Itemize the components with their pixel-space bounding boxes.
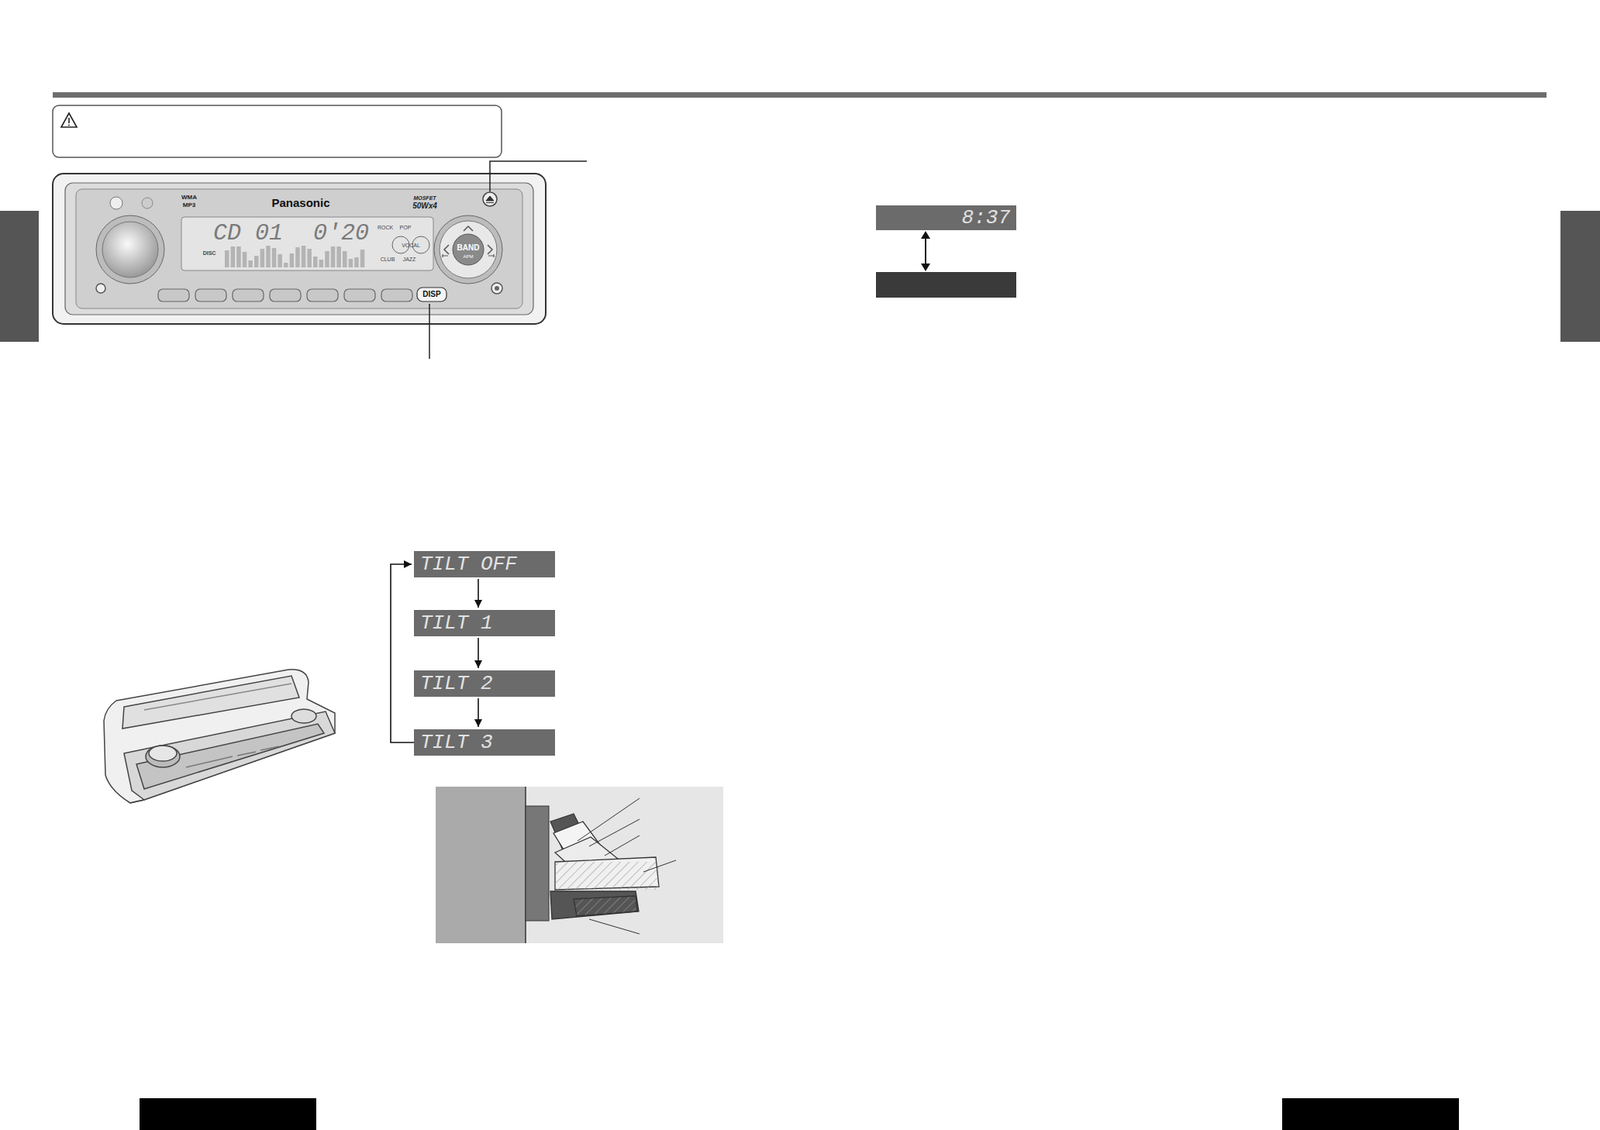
badge-text: MOSFET — [413, 195, 436, 201]
radio-front — [52, 173, 546, 325]
double-arrow — [920, 231, 931, 272]
side-tab — [1560, 210, 1600, 342]
button-label: BAND — [457, 244, 480, 252]
lcd-text: TILT 3 — [420, 731, 494, 755]
open-faceplate — [103, 669, 335, 804]
lcd-display-box: TILT 1 — [413, 610, 556, 637]
lcd-text: TILT 2 — [420, 672, 494, 696]
side-tab — [0, 210, 39, 342]
tilt-illustration — [435, 786, 724, 944]
lcd-display-box: TILT 2 — [413, 670, 556, 697]
page-bar — [139, 1098, 317, 1130]
caution-box — [52, 105, 502, 158]
lcd-display-box: TILT OFF — [413, 551, 556, 578]
eq-label: ROCK — [377, 224, 394, 231]
badge-text: MP3 — [182, 202, 196, 209]
lcd-text: TILT 1 — [420, 611, 494, 635]
badge-text: WMA — [181, 194, 197, 201]
lcd-display-box: 8:37 — [875, 205, 1017, 231]
lcd-text: 0'20 — [313, 221, 369, 245]
eq-label: POP — [400, 224, 412, 231]
eq-label: JAZZ — [403, 256, 417, 263]
warning-icon — [61, 113, 77, 128]
button-label: APM — [462, 254, 473, 259]
leader-line — [489, 161, 587, 192]
badge-text: 50Wx4 — [412, 202, 438, 211]
flow-arrow — [474, 698, 483, 728]
button-label: DISP — [422, 290, 441, 299]
header-rule — [52, 92, 1547, 98]
brand-logo: Panasonic — [271, 196, 330, 209]
lcd-text: 8:37 — [962, 206, 1011, 230]
lcd-text: TILT OFF — [420, 552, 518, 576]
indicator-label: DISC — [203, 250, 217, 256]
page-bar — [1282, 1098, 1459, 1130]
flow-arrow — [474, 637, 483, 669]
leader-line — [428, 303, 431, 359]
lcd-display-box: TILT 3 — [413, 729, 556, 756]
eq-label: CLUB — [380, 256, 396, 263]
lcd-text: CD 01 — [213, 221, 283, 245]
flow-arrow — [474, 579, 483, 608]
eq-label: VOCAL — [401, 242, 421, 249]
display-box — [875, 272, 1017, 298]
flow-arrow — [390, 560, 414, 743]
